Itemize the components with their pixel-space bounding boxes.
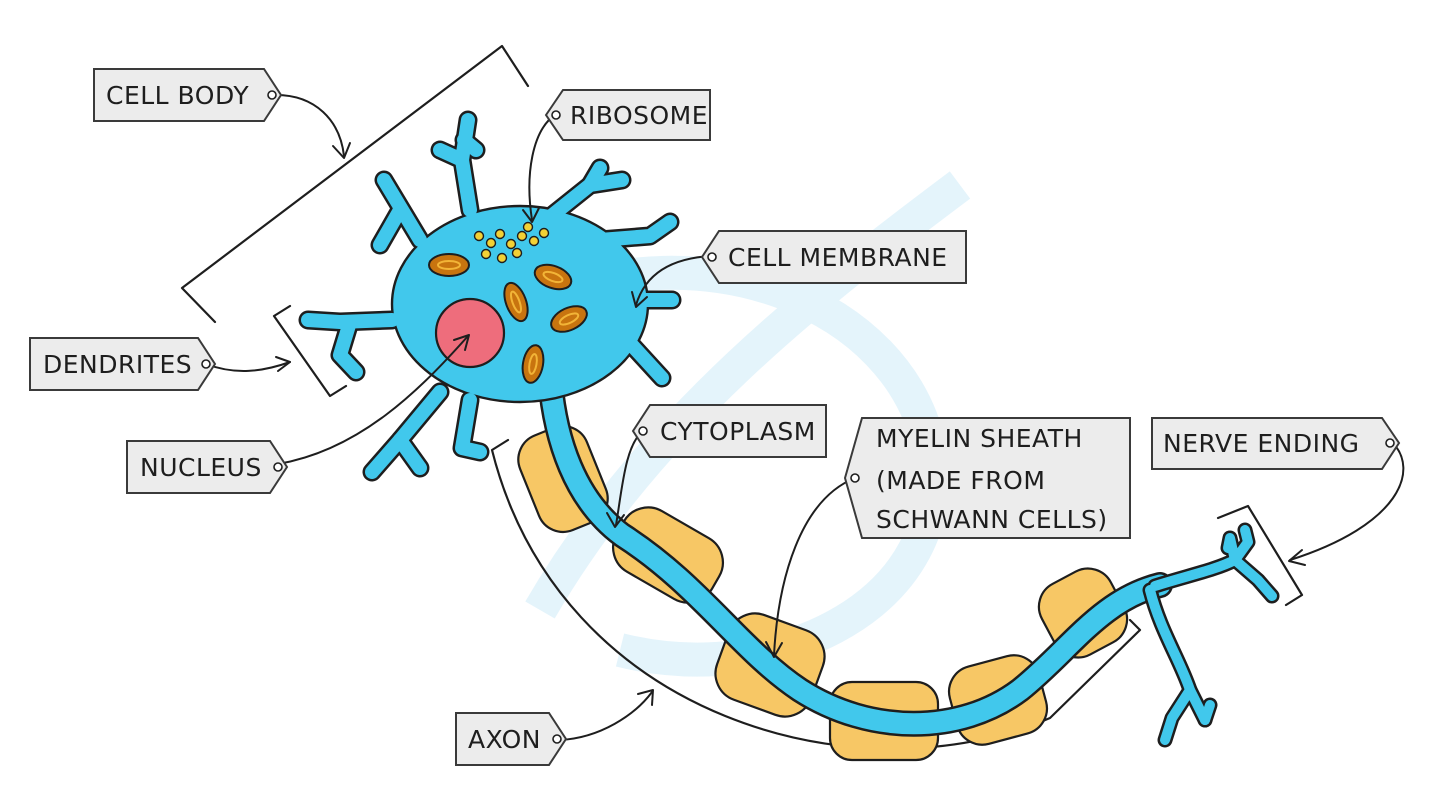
nucleus-arrow bbox=[277, 335, 469, 465]
label-nerve-ending: NERVE ENDING bbox=[1163, 429, 1360, 458]
dendrites-arrow bbox=[205, 361, 291, 372]
nerve-ending-bracket bbox=[1216, 504, 1304, 607]
tag-dendrites: DENDRITES bbox=[29, 337, 217, 391]
label-cell-membrane: CELL MEMBRANE bbox=[728, 243, 948, 272]
tag-nucleus: NUCLEUS bbox=[126, 440, 289, 494]
label-myelin-line-3: SCHWANN CELLS) bbox=[876, 505, 1108, 534]
tag-cell-membrane: CELL MEMBRANE bbox=[700, 230, 967, 284]
label-cell-body: CELL BODY bbox=[106, 81, 249, 110]
cell-membrane-arrow bbox=[635, 255, 713, 306]
cell-body-arrow bbox=[275, 94, 345, 157]
mitochondrion bbox=[503, 281, 529, 323]
label-myelin-line-1: MYELIN SHEATH bbox=[876, 424, 1083, 453]
mitochondrion bbox=[521, 344, 545, 384]
label-dendrites: DENDRITES bbox=[43, 350, 192, 379]
dendrites-bracket bbox=[272, 304, 348, 398]
axon-fiber bbox=[539, 367, 1171, 735]
mitochondrion bbox=[428, 253, 470, 277]
pointer-arrows bbox=[205, 94, 1405, 741]
label-tags: CELL BODY RIBOSOME CELL MEMBRANE DENDRIT… bbox=[29, 68, 1401, 766]
axon-terminals bbox=[1142, 522, 1280, 748]
myelin-arrow bbox=[773, 477, 856, 656]
tag-cytoplasm: CYTOPLASM bbox=[631, 404, 827, 458]
tag-nerve-ending: NERVE ENDING bbox=[1151, 417, 1401, 470]
axon-arrow bbox=[559, 691, 653, 741]
nucleus bbox=[434, 297, 506, 369]
mitochondria bbox=[428, 253, 588, 384]
ribosomes bbox=[473, 221, 550, 264]
label-myelin-line-2: (MADE FROM bbox=[876, 466, 1045, 495]
tag-ribosome: RIBOSOME bbox=[544, 89, 711, 141]
label-axon: AXON bbox=[468, 725, 541, 754]
tag-myelin-sheath: MYELIN SHEATH (MADE FROM SCHWANN CELLS) bbox=[843, 417, 1131, 539]
label-cytoplasm: CYTOPLASM bbox=[660, 417, 816, 446]
nerve-ending-arrow bbox=[1289, 441, 1405, 561]
cell-body-bracket bbox=[180, 44, 530, 324]
tag-axon: AXON bbox=[455, 712, 568, 766]
mitochondrion bbox=[533, 263, 573, 291]
tag-cell-body: CELL BODY bbox=[93, 68, 283, 122]
label-nucleus: NUCLEUS bbox=[140, 453, 262, 482]
axon-group bbox=[517, 365, 1280, 762]
cell-body bbox=[298, 110, 682, 482]
mitochondrion bbox=[550, 305, 588, 333]
label-ribosome: RIBOSOME bbox=[570, 101, 708, 130]
